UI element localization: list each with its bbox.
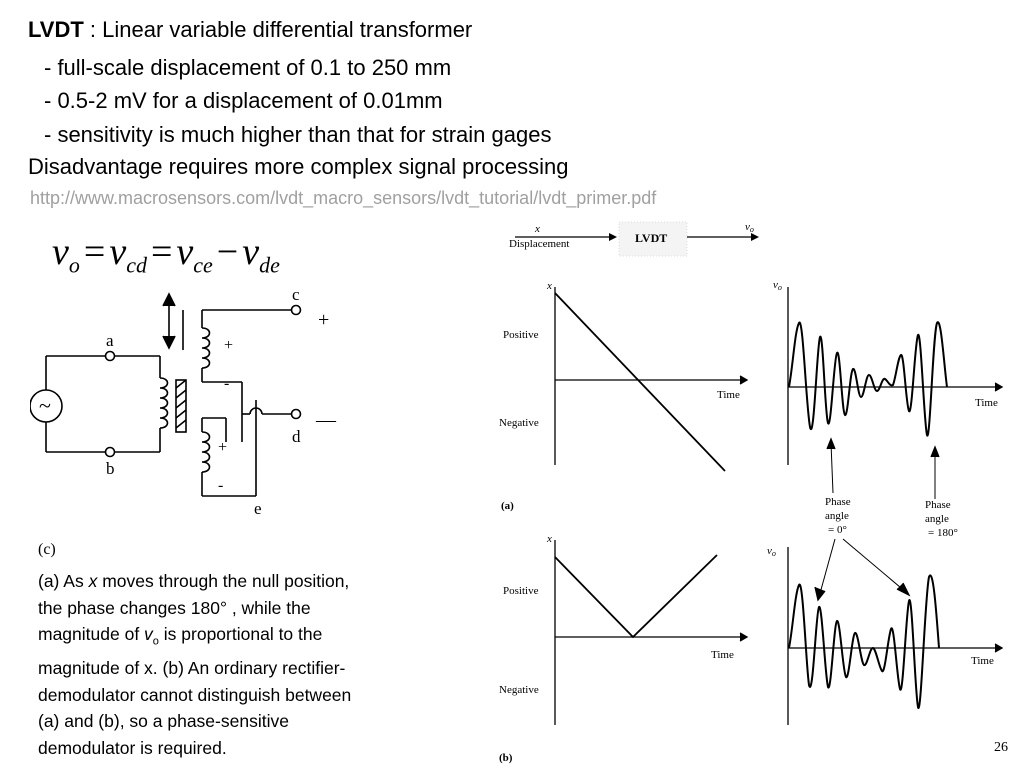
graph-a-x-label: x	[546, 280, 552, 292]
block-lvdt-label: LVDT	[635, 231, 667, 245]
vo-waveform-b	[788, 574, 940, 709]
terminal-b	[104, 446, 116, 458]
graph-a-vo-label: vo	[773, 279, 782, 292]
title-bold: LVDT	[28, 17, 84, 42]
graph-b-time: Time	[711, 649, 734, 661]
label-a: a	[106, 331, 114, 350]
upper-coil-minus: -	[224, 375, 229, 392]
graph-b-vo-label: vo	[767, 545, 776, 558]
ac-source-circle	[30, 389, 63, 423]
graph-a-time: Time	[717, 389, 740, 401]
caption-line-5: demodulator cannot distinguish between	[38, 684, 352, 705]
x-vshape-b	[554, 554, 718, 639]
figure-label-b: (b)	[499, 752, 513, 764]
graph-a-right-time: Time	[975, 397, 998, 409]
title-line: LVDT : Linear variable differential tran…	[28, 17, 472, 43]
equation: vo=vcd=vce−vde	[52, 231, 280, 278]
upper-coil-plus: +	[224, 337, 233, 354]
label-e: e	[254, 499, 262, 518]
caption-line-4: magnitude of x. (b) An ordinary rectifie…	[38, 658, 346, 678]
block-vo-label: vo	[745, 221, 754, 234]
upper-secondary-coil	[201, 327, 211, 369]
page-number: 26	[994, 740, 1008, 755]
lvdt-box	[618, 221, 688, 257]
phase-value-180: = 180°	[928, 527, 958, 539]
caption-line-1: (a) As x moves through the null position…	[38, 571, 350, 591]
graph-b-positive: Positive	[503, 585, 539, 597]
caption-line-7: demodulator is required.	[38, 737, 227, 758]
block-displacement-label: Displacement	[509, 238, 569, 250]
bullet-1: - full-scale displacement of 0.1 to 250 …	[44, 55, 452, 80]
reference-url[interactable]: http://www.macrosensors.com/lvdt_macro_s…	[30, 188, 657, 208]
phase-label-0: Phase	[825, 496, 851, 508]
lower-secondary-coil	[201, 431, 211, 473]
phase-label-180: Phase	[925, 499, 951, 511]
label-b: b	[106, 459, 115, 478]
lower-coil-minus: -	[218, 477, 223, 494]
vo-waveform-a	[788, 321, 948, 437]
lvdt-block-diagram: x Displacement LVDT vo	[509, 221, 759, 257]
terminal-d	[290, 408, 302, 420]
title-rest: : Linear variable differential transform…	[83, 17, 473, 42]
terminal-a	[104, 350, 116, 362]
output-plus: +	[318, 309, 329, 331]
figure-label-a: (a)	[501, 500, 514, 512]
x-ramp-a	[554, 292, 726, 472]
caption-line-6: (a) and (b), so a phase-sensitive	[38, 711, 289, 731]
primary-coil	[159, 377, 169, 429]
caption-line-3: magnitude of vo is proportional to the	[38, 624, 323, 648]
lower-coil-plus: +	[218, 439, 227, 456]
graph-b-x-label: x	[546, 533, 552, 545]
graph-a-negative: Negative	[499, 417, 539, 429]
angle-label-180: angle	[925, 513, 949, 525]
disadvantage-line: Disadvantage requires more complex signa…	[28, 154, 569, 179]
bullet-3: - sensitivity is much higher than that f…	[44, 122, 552, 147]
bullet-2: - 0.5-2 mV for a displacement of 0.01mm	[44, 88, 443, 113]
caption: (a) As x moves through the null position…	[38, 568, 351, 761]
phase-value-0: = 0°	[828, 524, 847, 536]
graph-b-right-time: Time	[971, 655, 994, 667]
graph-a-positive: Positive	[503, 329, 539, 341]
label-d: d	[292, 427, 301, 446]
caption-line-2: the phase changes 180° , while the	[38, 597, 311, 618]
figure-label-c: (c)	[38, 541, 56, 558]
output-minus: —	[315, 409, 337, 431]
angle-label-0: angle	[825, 510, 849, 522]
phase-graphs: x Positive Negative Time vo Time (a) Pha…	[499, 279, 1004, 764]
lvdt-circuit-diagram: a b c d e + — + - + - ~ (c)	[30, 285, 337, 558]
ac-source-symbol: ~	[39, 393, 51, 418]
block-x-label: x	[534, 223, 540, 235]
graph-b-negative: Negative	[499, 684, 539, 696]
label-c: c	[292, 285, 300, 304]
terminal-c	[290, 304, 302, 316]
movable-core	[175, 379, 187, 433]
